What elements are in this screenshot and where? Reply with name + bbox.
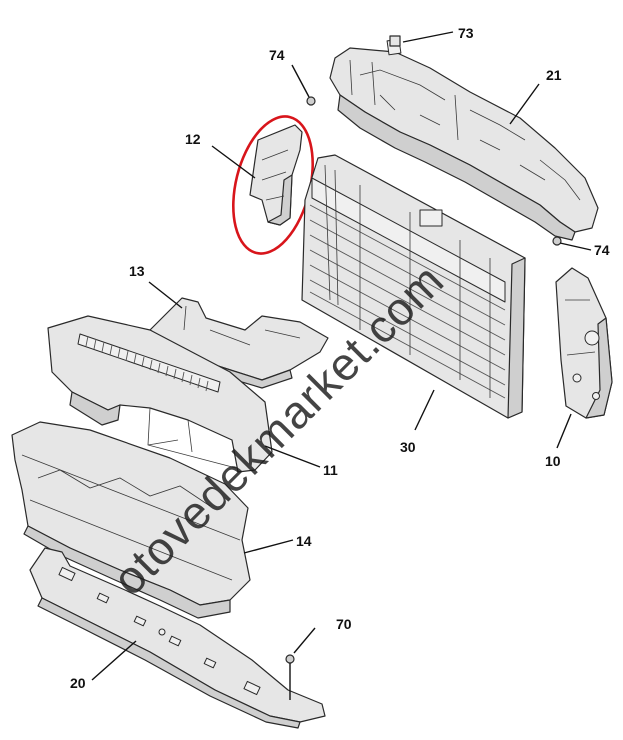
- part-74-bolt-upper[interactable]: [306, 96, 316, 106]
- callout-13: 13: [129, 263, 145, 279]
- part-70-screw[interactable]: [285, 654, 295, 700]
- part-12-air-deflector[interactable]: [249, 124, 303, 226]
- callout-74-lower: 74: [594, 242, 610, 258]
- callout-70: 70: [336, 616, 352, 632]
- part-10-side-bracket[interactable]: [555, 267, 613, 419]
- callout-20: 20: [70, 675, 86, 691]
- part-73-clip[interactable]: [389, 35, 401, 47]
- part-20-bottom-plate[interactable]: [29, 547, 326, 729]
- callout-30: 30: [400, 439, 416, 455]
- callout-14: 14: [296, 533, 312, 549]
- callout-11: 11: [323, 462, 338, 478]
- callout-21: 21: [546, 67, 562, 83]
- part-30-shutter-assembly[interactable]: [301, 154, 526, 419]
- callout-labels: 73 74 21 12 13 74 30 10 11 14 70 20: [70, 25, 610, 691]
- watermark-text: otovedekmarket.com: [102, 254, 453, 605]
- callout-12: 12: [185, 131, 201, 147]
- callout-73: 73: [458, 25, 474, 41]
- leader-lines: [91, 31, 592, 681]
- part-21-upper-crossmember[interactable]: [329, 38, 599, 241]
- callout-74-upper: 74: [269, 47, 285, 63]
- part-74-bolt-lower[interactable]: [552, 236, 562, 246]
- callout-10: 10: [545, 453, 561, 469]
- part-11-air-duct[interactable]: [47, 315, 273, 473]
